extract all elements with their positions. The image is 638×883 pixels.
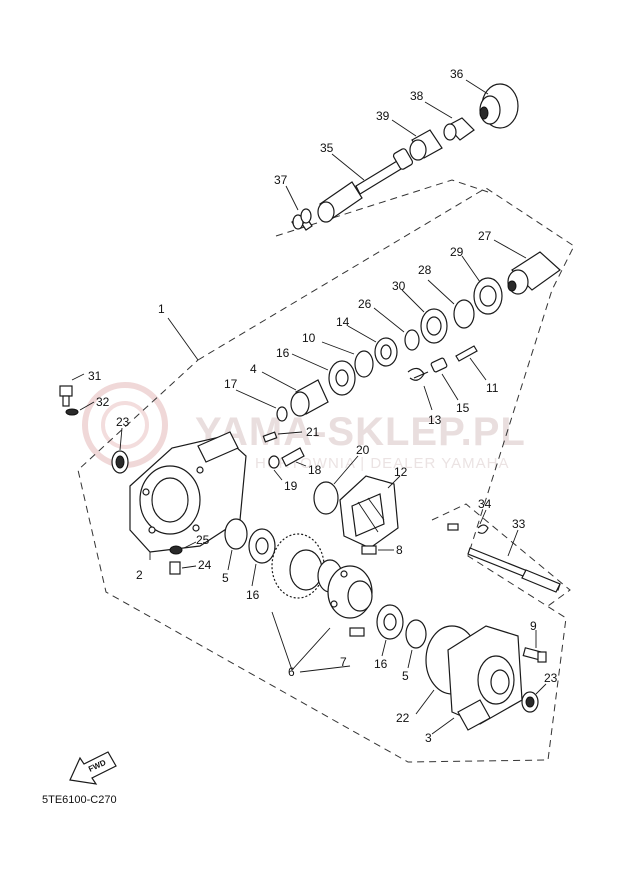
part-29-bearing (473, 277, 503, 315)
callout-27: 27 (478, 229, 492, 243)
part-10-circlip (354, 350, 374, 378)
callout-18: 18 (308, 463, 322, 477)
part-18-sensor (281, 447, 305, 467)
callout-35: 35 (320, 141, 334, 155)
part-20-o-ring (313, 481, 339, 515)
watermark-logo-inner-icon (101, 401, 149, 449)
part-7-differential-case (327, 565, 373, 619)
callout-37: 37 (274, 173, 288, 187)
watermark: YAMA-SKLEP.PL HURTOWNIA | DEALER YAMAHA (82, 382, 526, 472)
fwd-arrow-icon: FWD (69, 751, 117, 785)
part-12-differential-unit (339, 475, 399, 549)
leader-group-6 (271, 611, 331, 671)
callout-17: 17 (224, 377, 238, 391)
part-34-clip (447, 523, 489, 534)
part-26-circlip (404, 329, 420, 351)
part-21-bolt (262, 431, 278, 443)
part-14-collar (374, 337, 398, 367)
part-35-drive-shaft (317, 148, 414, 223)
part-4-pinion-gear (290, 379, 329, 417)
callout-30: 30 (392, 279, 406, 293)
part-16-bearing-upper (328, 360, 356, 396)
part-9-bolt (522, 647, 547, 663)
callout-10: 10 (302, 331, 316, 345)
callout-16-left: 16 (246, 588, 260, 602)
part-36-flange (479, 83, 519, 129)
part-5-shim-left (224, 518, 248, 550)
watermark-subtext: HURTOWNIA | DEALER YAMAHA (255, 455, 510, 472)
callouts: 1 2 3 4 5 5 6 7 8 9 10 11 12 13 14 15 16… (88, 67, 558, 745)
callout-39: 39 (376, 109, 390, 123)
callout-22: 22 (396, 711, 410, 725)
part-27-pinion-housing (507, 251, 561, 295)
callout-8: 8 (396, 543, 403, 557)
part-37-spring (291, 208, 313, 231)
callout-14: 14 (336, 315, 350, 329)
callout-20: 20 (356, 443, 370, 457)
part-17-washer (276, 406, 288, 422)
part-23-oil-seal-right (521, 691, 539, 713)
callout-7: 7 (340, 655, 347, 669)
part-25-washer (169, 545, 183, 555)
callout-2: 2 (136, 568, 143, 582)
callout-23-right: 23 (544, 671, 558, 685)
callout-12: 12 (394, 465, 408, 479)
part-31-bolt (59, 385, 73, 407)
part-23-oil-seal-left (111, 450, 129, 474)
part-11-pin (455, 345, 478, 362)
part-33-shift-shaft (467, 547, 561, 593)
callout-21: 21 (306, 425, 320, 439)
part-8-bolt (361, 545, 377, 555)
part-19-washer (268, 455, 280, 469)
callout-24: 24 (198, 558, 212, 572)
callout-5-left: 5 (222, 571, 229, 585)
callout-16-right: 16 (374, 657, 388, 671)
part-16-bearing-right (376, 604, 404, 640)
part-39-coupling (409, 129, 443, 161)
callout-28: 28 (418, 263, 432, 277)
part-28-circlip (453, 299, 475, 329)
callout-23-left: 23 (116, 415, 130, 429)
callout-16-upper: 16 (276, 346, 290, 360)
leader-7 (299, 665, 351, 673)
part-5-shim-right (405, 619, 427, 649)
callout-19: 19 (284, 479, 298, 493)
callout-26: 26 (358, 297, 372, 311)
part-7-bolt (349, 627, 365, 637)
callout-38: 38 (410, 89, 424, 103)
shaft-33-outline-dashed (431, 503, 571, 607)
callout-11: 11 (486, 381, 499, 395)
callout-33: 33 (512, 517, 526, 531)
callout-36: 36 (450, 67, 464, 81)
callout-4: 4 (250, 362, 257, 376)
part-30-bearing (420, 308, 448, 344)
callout-1: 1 (158, 302, 165, 316)
part-13-spring-clip (407, 367, 429, 381)
callout-29: 29 (450, 245, 464, 259)
callout-9: 9 (530, 619, 537, 633)
watermark-text: YAMA-SKLEP.PL (195, 410, 526, 454)
part-24-drain-plug (169, 561, 181, 575)
callout-6: 6 (288, 665, 295, 679)
callout-5-right: 5 (402, 669, 409, 683)
callout-34: 34 (478, 497, 492, 511)
drawing-code: 5TE6100-C270 (42, 794, 117, 806)
part-32-washer (65, 408, 79, 416)
callout-31: 31 (88, 369, 102, 383)
part-38-bushing (443, 117, 475, 141)
part-16-bearing-left (248, 528, 276, 564)
part-2-gear-case (129, 431, 247, 553)
callout-3: 3 (425, 731, 432, 745)
callout-32: 32 (96, 395, 110, 409)
callout-15: 15 (456, 401, 470, 415)
callout-25: 25 (196, 533, 210, 547)
callout-13: 13 (428, 413, 442, 427)
part-3-gear-case-cover (447, 625, 523, 731)
part-15-shift-key (430, 357, 448, 373)
